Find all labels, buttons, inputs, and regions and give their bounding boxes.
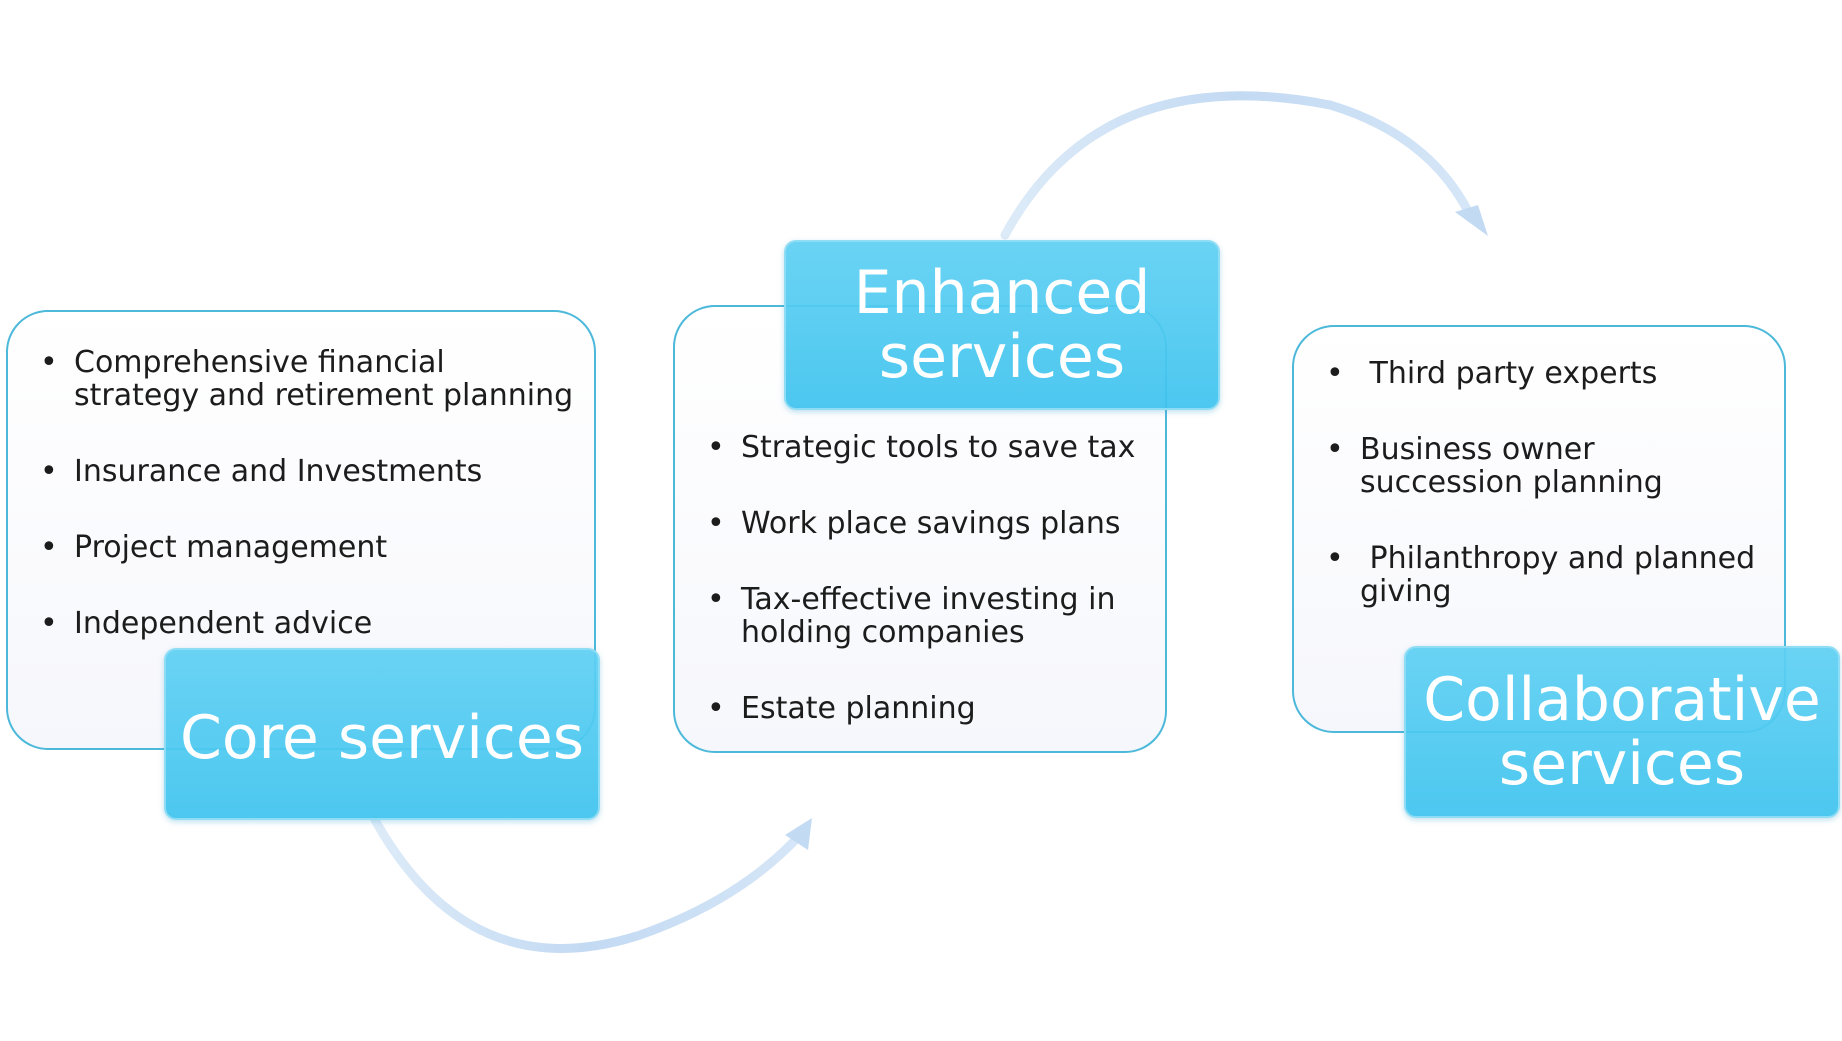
bullet-icon: • bbox=[40, 530, 58, 565]
list-item-text: Comprehensive financial strategy and ret… bbox=[74, 345, 574, 413]
bullet-icon: • bbox=[707, 691, 725, 726]
list-item-text: Philanthropy and planned giving bbox=[1360, 541, 1765, 609]
list-item-text: Work place savings plans bbox=[741, 506, 1121, 541]
list-item: • Independent advice bbox=[38, 607, 578, 640]
list-item: • Business owner succession planning bbox=[1324, 433, 1764, 499]
list-item: • Insurance and Investments bbox=[38, 455, 578, 488]
core-services-title: Core services bbox=[179, 703, 585, 773]
list-item-text: Strategic tools to save tax bbox=[741, 430, 1136, 465]
arrow-enhanced-to-collaborative bbox=[1000, 91, 1488, 240]
list-item: • Project management bbox=[38, 531, 578, 564]
enhanced-services-label: Enhanced services bbox=[784, 240, 1220, 410]
list-item-text: Business owner succession planning bbox=[1360, 432, 1663, 500]
arrow-core-to-enhanced bbox=[370, 815, 812, 953]
list-item: • Comprehensive financial strategy and r… bbox=[38, 346, 578, 412]
bullet-icon: • bbox=[707, 506, 725, 541]
bullet-icon: • bbox=[707, 430, 725, 465]
bullet-icon: • bbox=[1326, 432, 1344, 467]
enhanced-services-title: Enhanced services bbox=[853, 258, 1151, 392]
collaborative-services-title: Collaborative services bbox=[1423, 665, 1821, 799]
bullet-icon: • bbox=[40, 606, 58, 641]
bullet-icon: • bbox=[40, 454, 58, 489]
list-item-text: Project management bbox=[74, 530, 388, 565]
list-item-text: Insurance and Investments bbox=[74, 454, 483, 489]
bullet-icon: • bbox=[1326, 356, 1344, 391]
bullet-icon: • bbox=[40, 345, 58, 380]
bullet-icon: • bbox=[1326, 541, 1344, 576]
list-item: • Estate planning bbox=[705, 692, 1155, 725]
bullet-icon: • bbox=[707, 582, 725, 617]
list-item-text: Third party experts bbox=[1360, 356, 1658, 391]
list-item: • Tax-effective investing in holding com… bbox=[705, 583, 1155, 649]
collaborative-services-label: Collaborative services bbox=[1404, 646, 1840, 818]
core-services-label: Core services bbox=[164, 648, 600, 820]
list-item: • Work place savings plans bbox=[705, 507, 1155, 540]
list-item-text: Tax-effective investing in holding compa… bbox=[741, 582, 1116, 650]
list-item: • Strategic tools to save tax bbox=[705, 431, 1155, 464]
list-item-text: Independent advice bbox=[74, 606, 373, 641]
core-services-list: • Comprehensive financial strategy and r… bbox=[38, 346, 578, 640]
list-item-text: Estate planning bbox=[741, 691, 976, 726]
list-item: • Philanthropy and planned giving bbox=[1324, 542, 1764, 608]
enhanced-services-list: • Strategic tools to save tax • Work pla… bbox=[705, 431, 1155, 725]
collaborative-services-list: • Third party experts • Business owner s… bbox=[1324, 357, 1764, 608]
list-item: • Third party experts bbox=[1324, 357, 1764, 390]
